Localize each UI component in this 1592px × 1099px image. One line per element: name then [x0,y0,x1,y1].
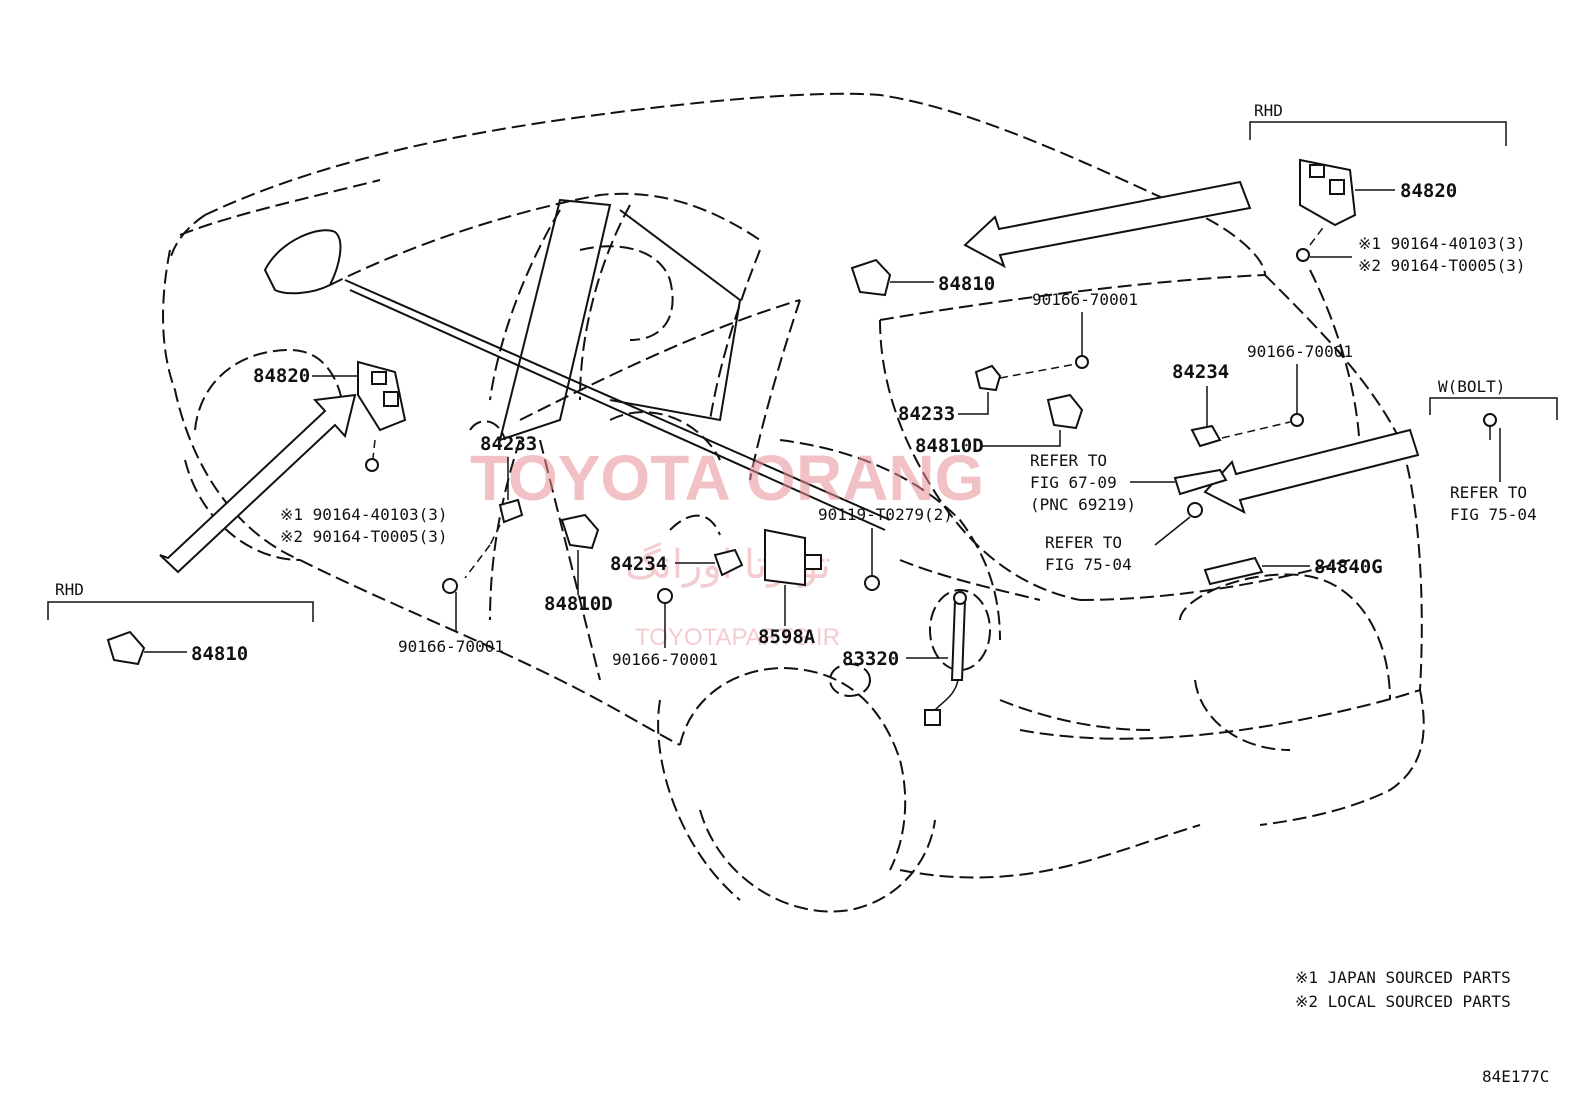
bolt-90119-icon[interactable] [864,575,880,591]
part-90166-b[interactable]: 90166-70001 [1247,342,1353,361]
bolt-d-icon[interactable] [657,588,673,604]
part-84810-mid[interactable]: 84810 [938,273,995,295]
bolt-b-icon[interactable] [1290,413,1304,427]
clip-icon[interactable] [1187,502,1203,518]
legend-note2: ※2 LOCAL SOURCED PARTS [1295,992,1511,1011]
part-90166-d[interactable]: 90166-70001 [612,650,718,669]
lamp-icon[interactable] [1173,468,1228,496]
part-84234-r[interactable]: 84234 [1172,361,1229,383]
sensor-84234-l-icon[interactable] [713,548,744,577]
wbolt-label: W(BOLT) [1438,377,1505,396]
ecu-8598A-icon[interactable] [764,528,806,587]
note2-left[interactable]: ※2 90164-T0005(3) [280,527,448,546]
sensor-84810-left-icon[interactable] [106,630,146,666]
refer3-line2[interactable]: FIG 75-04 [1450,505,1537,524]
bolt-c-icon[interactable] [442,578,458,594]
part-84820-left[interactable]: 84820 [253,365,310,387]
screw-left-icon[interactable] [365,458,379,472]
watermark-site: TOYOTAPARTS.IR [635,624,840,651]
refer1-line2[interactable]: FIG 67-09 [1030,473,1117,492]
part-90119[interactable]: 90119-T0279(2) [818,505,953,524]
sensor-84234-r-icon[interactable] [1190,424,1222,448]
part-90166-c[interactable]: 90166-70001 [398,637,504,656]
arrow-left [159,393,357,574]
arrow-top-right [963,180,1252,269]
sensor-84810D-l-icon[interactable] [560,513,600,550]
sensor-84810-mid-icon[interactable] [850,258,892,297]
part-84810-left[interactable]: 84810 [191,643,248,665]
part-83320[interactable]: 83320 [842,648,899,670]
note1-left[interactable]: ※1 90164-40103(3) [280,505,448,524]
bolt-wbolt-icon[interactable] [1483,413,1497,427]
sensor-83320-icon[interactable] [950,599,967,681]
car-outline [162,92,1425,913]
part-84840G[interactable]: 84840G [1314,556,1383,578]
sensor-84233-r-icon[interactable] [974,364,1002,392]
refer2-line1[interactable]: REFER TO [1045,533,1122,552]
note1-top[interactable]: ※1 90164-40103(3) [1358,234,1526,253]
arrow-right [1203,428,1420,515]
note2-top[interactable]: ※2 90164-T0005(3) [1358,256,1526,275]
refer2-line2[interactable]: FIG 75-04 [1045,555,1132,574]
watermark-main: TOYOTA ORANG [470,442,984,514]
refer1-line1[interactable]: REFER TO [1030,451,1107,470]
part-84234-l[interactable]: 84234 [610,553,667,575]
part-90166-a[interactable]: 90166-70001 [1032,290,1138,309]
part-84820-top[interactable]: 84820 [1400,180,1457,202]
rhd-label-left: RHD [55,580,84,599]
refer1-line3[interactable]: (PNC 69219) [1030,495,1136,514]
wbolt-group: W(BOLT) REFER TO FIG 75-04 [1429,377,1558,524]
part-84810D-r[interactable]: 84810D [915,435,984,457]
part-84233-r[interactable]: 84233 [898,403,955,425]
part-84810D-l[interactable]: 84810D [544,593,613,615]
part-84233-l[interactable]: 84233 [480,433,537,455]
sensor-84233-l-icon[interactable] [498,498,524,524]
switch-84840G-icon[interactable] [1203,556,1264,586]
part-8598A[interactable]: 8598A [758,626,816,648]
rhd-group-left: RHD 84810 [47,580,314,666]
figure-code: 84E177C [1482,1067,1549,1086]
refer3-line1[interactable]: REFER TO [1450,483,1527,502]
rhd-label-top: RHD [1254,101,1283,120]
sensor-84810D-r-icon[interactable] [1046,393,1084,430]
rhd-group-top: RHD 84820 ※1 90164-40103(3) ※2 90164-T00… [1249,101,1526,275]
switch-84820-left-icon[interactable] [357,360,407,432]
screw-top-icon[interactable] [1296,248,1310,262]
switch-84820-top-icon[interactable] [1299,158,1357,227]
bolt-a-icon[interactable] [1075,355,1089,369]
legend-note1: ※1 JAPAN SOURCED PARTS [1295,968,1511,987]
